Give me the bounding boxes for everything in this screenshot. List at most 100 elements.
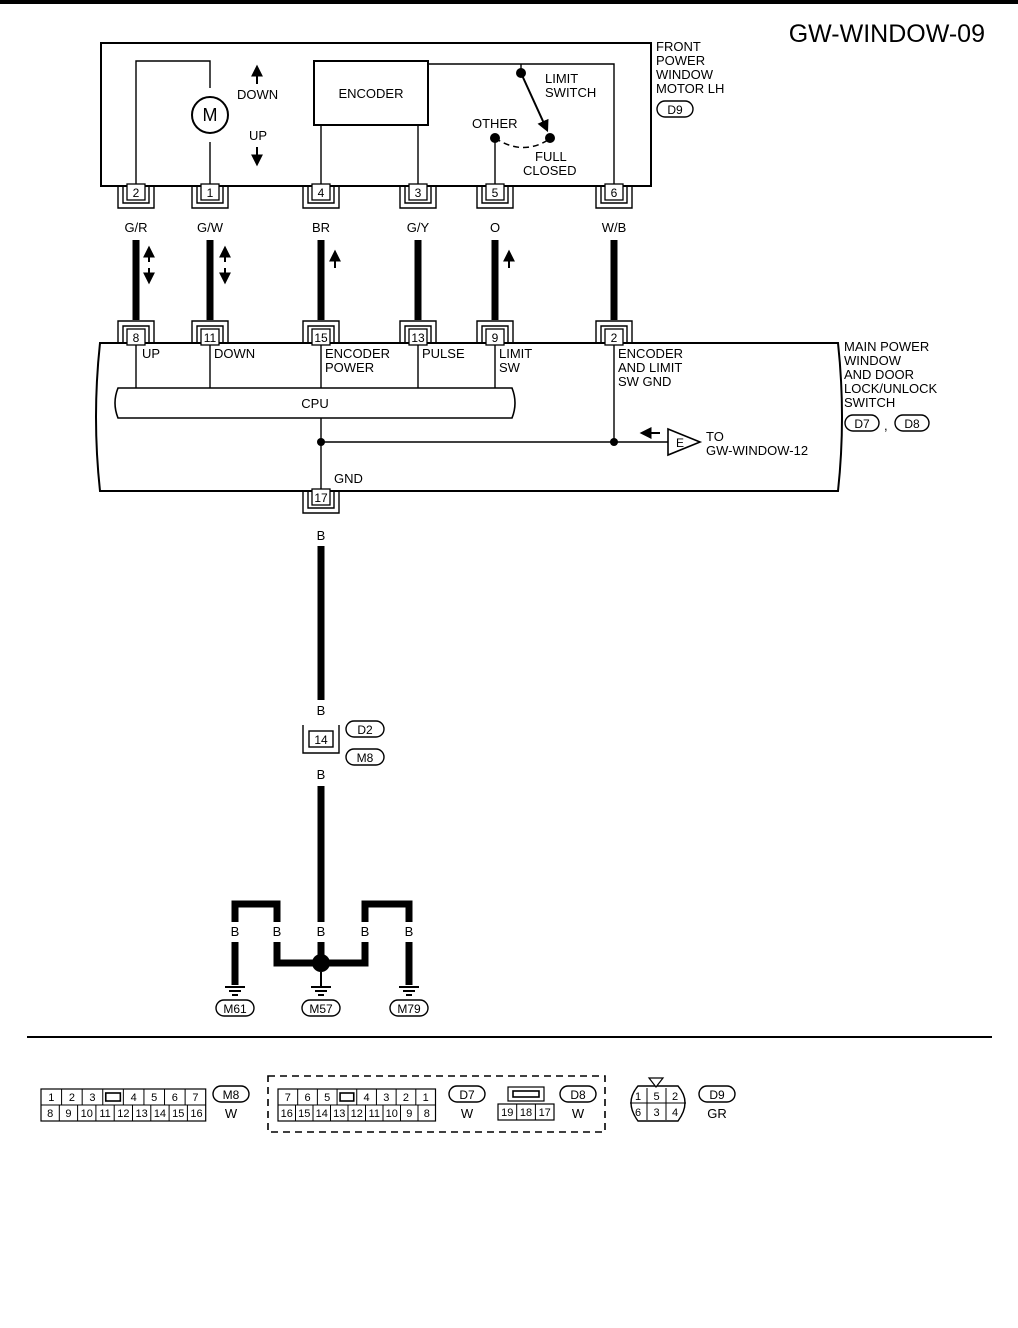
switch-pin-9-num: 9: [492, 331, 499, 345]
svg-text:SWITCH: SWITCH: [545, 85, 596, 100]
svg-text:LIMIT: LIMIT: [545, 71, 578, 86]
svg-text:FULL: FULL: [535, 149, 567, 164]
svg-text:LOCK/UNLOCK: LOCK/UNLOCK: [844, 381, 938, 396]
connector-d9-b2: 4: [672, 1107, 678, 1119]
connector-tag-d9-view-id: D9: [709, 1088, 725, 1102]
encoder-block: [313, 60, 429, 126]
ref-flag-e: [667, 427, 703, 457]
svg-text:MAIN POWER: MAIN POWER: [844, 339, 929, 354]
connector-m8-face-t2: 3: [89, 1092, 95, 1104]
wire-color-5: W/B: [602, 220, 627, 235]
signal-direction-arrows: [143, 245, 515, 285]
connector-d7-face-t4: 4: [364, 1092, 370, 1104]
connector-tag-m8-view: M8W: [212, 1085, 250, 1121]
wire-color-4: O: [490, 220, 500, 235]
connector-m8-face-b4: 12: [117, 1108, 129, 1120]
connector-tag-d8: [894, 414, 930, 432]
svg-text:POWER: POWER: [656, 53, 705, 68]
motor-pin-1-num: 1: [207, 186, 214, 200]
connector-m8-face-b7: 15: [172, 1108, 184, 1120]
motor-symbol: [191, 96, 229, 134]
connector-d7-face-t6: 2: [403, 1092, 409, 1104]
svg-text:ENCODER: ENCODER: [338, 86, 403, 101]
svg-text:AND DOOR: AND DOOR: [844, 367, 914, 382]
connector-d9-t0: 1: [635, 1091, 641, 1103]
svg-text:GW-WINDOW-12: GW-WINDOW-12: [706, 443, 808, 458]
svg-text:B: B: [231, 924, 240, 939]
connector-d9-t2: 2: [672, 1091, 678, 1103]
connector-m8-face-b1: 9: [65, 1108, 71, 1120]
cpu-block: [114, 387, 516, 419]
connector-d7-face-t7: 1: [423, 1092, 429, 1104]
svg-text:E: E: [676, 436, 684, 450]
wire-color-1: G/W: [197, 220, 224, 235]
svg-text:B: B: [317, 924, 326, 939]
svg-text:M61: M61: [223, 1002, 247, 1016]
svg-text:SW GND: SW GND: [618, 374, 671, 389]
svg-text:UP: UP: [142, 346, 160, 361]
ground-symbol-icon: [225, 986, 419, 996]
connector-m8-face-t6: 6: [172, 1092, 178, 1104]
switch-pin-2: 2: [595, 320, 633, 346]
connector-m8-face-b5: 13: [136, 1108, 148, 1120]
svg-text:SW: SW: [499, 360, 521, 375]
svg-text:LIMIT: LIMIT: [499, 346, 532, 361]
svg-text:OTHER: OTHER: [472, 116, 518, 131]
connector-d7-face-b8: 8: [424, 1108, 430, 1120]
svg-text:M57: M57: [309, 1002, 333, 1016]
svg-text:CPU: CPU: [301, 396, 328, 411]
svg-text:,: ,: [884, 418, 888, 433]
svg-text:B: B: [273, 924, 282, 939]
connector-tag-d9-view-color: GR: [707, 1106, 727, 1121]
connector-d9-t1: 5: [653, 1091, 659, 1103]
motor-pin-6: 6: [595, 183, 633, 209]
svg-text:CLOSED: CLOSED: [523, 163, 576, 178]
motor-pin-2: 2: [117, 183, 155, 209]
motor-pin-5-num: 5: [492, 186, 499, 200]
svg-text:POWER: POWER: [325, 360, 374, 375]
front-power-window-motor: M DOWN UP ENCODER LIMIT SWITCH OTHER FUL…: [100, 39, 724, 187]
svg-text:M: M: [203, 105, 218, 125]
connector-m8-face-b8: 16: [190, 1108, 202, 1120]
connector-d7-face-b5: 11: [369, 1108, 380, 1120]
svg-text:DOWN: DOWN: [237, 87, 278, 102]
svg-text:DOWN: DOWN: [214, 346, 255, 361]
connector-m8-face-b6: 14: [154, 1108, 166, 1120]
svg-text:SWITCH: SWITCH: [844, 395, 895, 410]
svg-text:M79: M79: [397, 1002, 421, 1016]
switch-pin-13: 13: [399, 320, 437, 346]
switch-pin-11-num: 11: [204, 331, 217, 345]
switch-pin-gnd-num: 17: [314, 491, 328, 505]
svg-text:WINDOW: WINDOW: [844, 353, 902, 368]
connector-tag-d7: [844, 414, 880, 432]
connector-tag-d8-view: D8W: [559, 1085, 597, 1121]
connector-d7-face-t5: 3: [383, 1092, 389, 1104]
connector-d7-face-b3: 13: [333, 1108, 345, 1120]
connector-d7-face-b0: 16: [281, 1108, 293, 1120]
switch-pin-15: 15: [302, 320, 340, 346]
svg-text:GND: GND: [334, 471, 363, 486]
page-title: GW-WINDOW-09: [789, 20, 985, 48]
motor-pin-5: 5: [476, 183, 514, 209]
connector-m8-face-t0: 1: [48, 1092, 54, 1104]
top-border: [0, 0, 1018, 4]
d7-d8-group-frame: [267, 1075, 606, 1133]
switch-pin-8: 8: [117, 320, 155, 346]
connector-d7-face-b1: 15: [298, 1108, 310, 1120]
svg-text:14: 14: [314, 733, 328, 747]
motor-pin-4: 4: [302, 183, 340, 209]
connector-tag-d7-view: D7W: [448, 1085, 486, 1121]
connector-d7-face-b2: 14: [316, 1108, 328, 1120]
svg-text:D7: D7: [854, 417, 870, 431]
switch-pin-9: 9: [476, 320, 514, 346]
connector-d7-face-t2: 5: [324, 1092, 330, 1104]
connector-m8-face-b3: 11: [99, 1108, 110, 1120]
connector-m8-face-b0: 8: [47, 1108, 53, 1120]
motor-pin-1: 1: [191, 183, 229, 209]
switch-pin-11: 11: [191, 320, 229, 346]
